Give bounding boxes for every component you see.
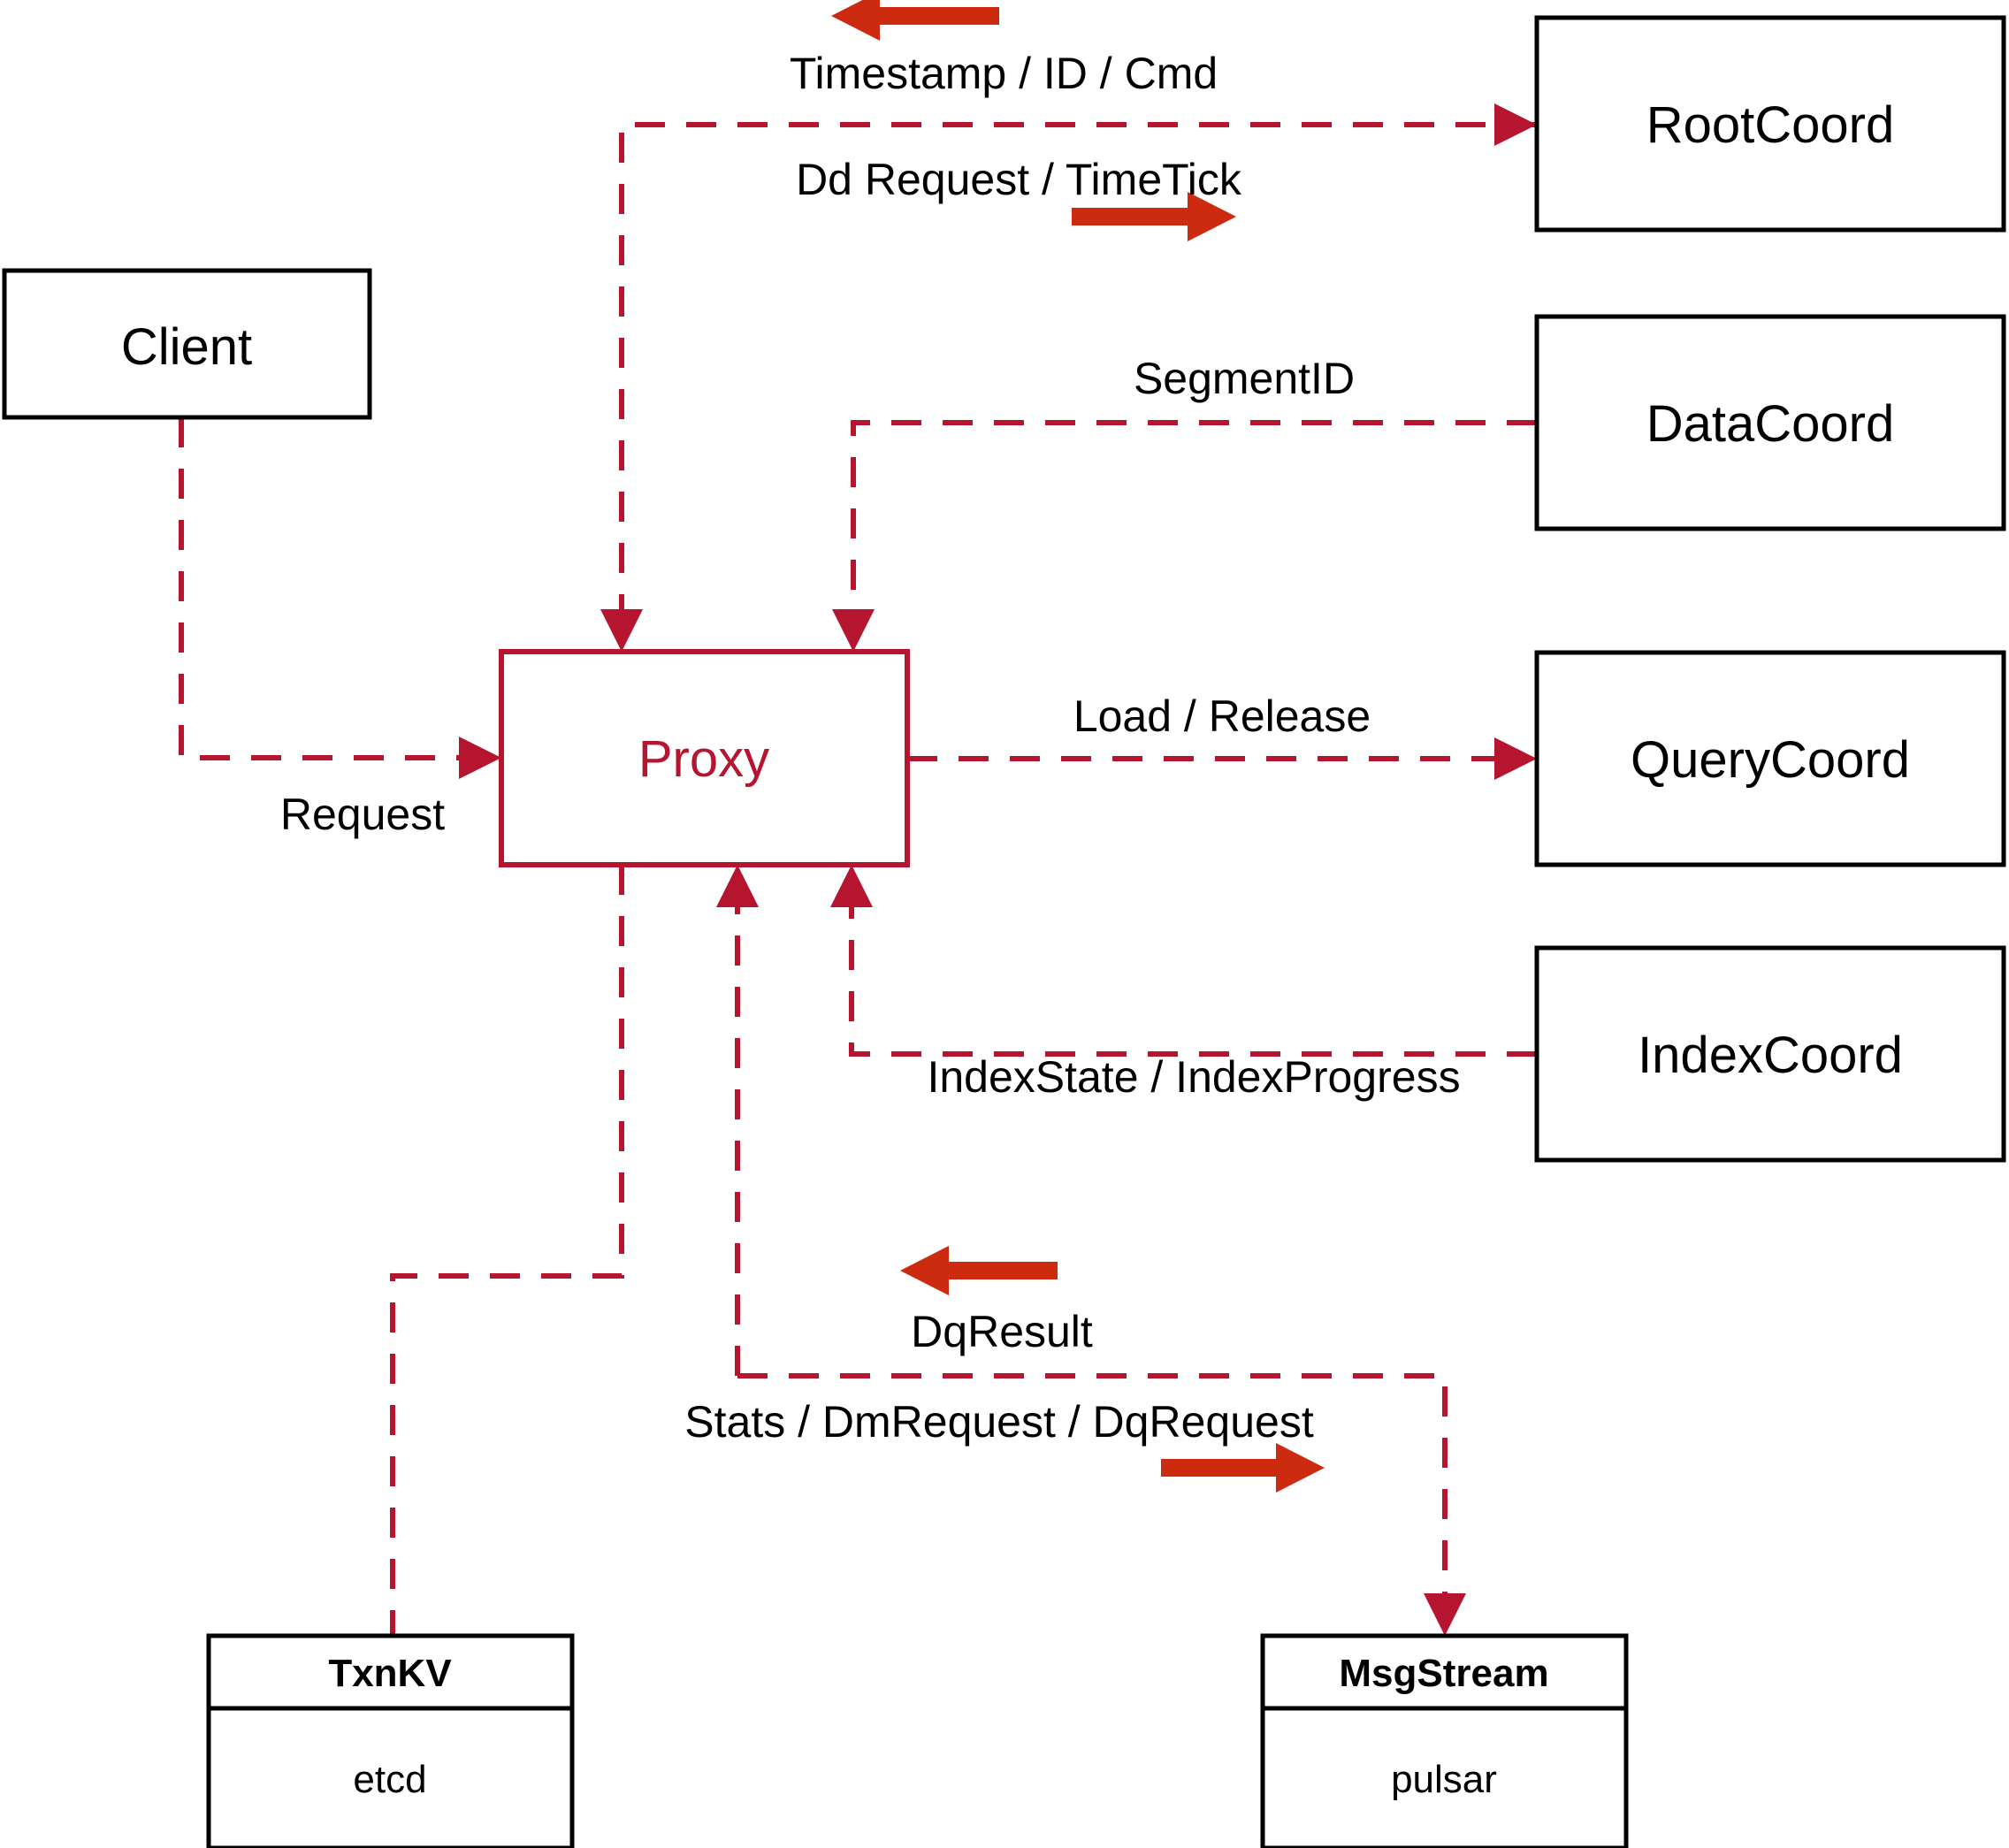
edge-label-stats-dmrequest-dqrequest: Stats / DmRequest / DqRequest [684,1397,1314,1447]
node-box [206,1633,575,1848]
direction-arrow-timestamp-left [831,0,999,41]
node-client[interactable]: Client [2,268,372,420]
node-title-msgstream: MsgStream [1339,1652,1548,1695]
node-box [1260,1633,1629,1848]
edge-datacoord-to-proxy [832,420,1537,652]
arrowhead-up [716,865,759,907]
edge-line [849,882,1537,1057]
node-sublabel-msgstream: pulsar [1391,1758,1497,1801]
edge-proxy-to-txnkv [390,865,624,1636]
node-querycoord[interactable]: QueryCoord [1534,650,2006,867]
edge-msgstream-to-proxy [716,865,759,1376]
arrowhead-right [1494,737,1537,780]
node-box [1534,314,2006,531]
node-label-querycoord: QueryCoord [1631,731,1910,789]
edge-label-indexstate-indexprogress: IndexState / IndexProgress [927,1052,1460,1102]
direction-arrow-dqrequest-right [1161,1443,1325,1493]
node-label-rootcoord: RootCoord [1646,96,1894,154]
edge-line [390,865,624,1636]
node-sublabel-txnkv: etcd [353,1758,426,1801]
direction-arrow-dqresult-left [900,1246,1058,1295]
edge-indexcoord-to-proxy [830,865,1537,1057]
arrowhead-right [459,737,501,779]
edge-label-dd-request-timetick: Dd Request / TimeTick [796,155,1242,204]
arrowhead-right [1494,103,1537,146]
edge-line [851,420,1537,635]
edge-rootcoord-to-proxy [600,122,1537,652]
edge-proxy-to-msgstream [737,1373,1466,1636]
node-label-datacoord: DataCoord [1646,395,1894,453]
edge-line [179,417,485,760]
edge-label-segmentid: SegmentID [1134,354,1355,403]
node-title-txnkv: TxnKV [328,1652,452,1695]
arrowhead-up [830,865,873,907]
edge-label-load-release: Load / Release [1073,691,1371,741]
arrowhead-down [1424,1593,1466,1636]
edge-label-dqresult: DqResult [911,1307,1093,1356]
edge-proxy-to-rootcoord-head [1494,103,1537,146]
node-box [2,268,372,420]
node-box [1534,945,2006,1163]
arrowhead-down [832,609,875,652]
node-box [1534,15,2006,233]
node-label-indexcoord: IndexCoord [1638,1027,1903,1084]
direction-arrow-ddrequest-right [1072,192,1236,241]
node-msgstream[interactable]: MsgStream pulsar [1260,1633,1629,1848]
node-proxy[interactable]: Proxy [499,649,910,867]
node-label-client: Client [121,318,252,376]
edge-label-timestamp-id-cmd: Timestamp / ID / Cmd [790,49,1218,98]
edge-client-to-proxy [179,417,501,779]
node-datacoord[interactable]: DataCoord [1534,314,2006,531]
node-box [499,649,910,867]
node-box [1534,650,2006,867]
edge-proxy-to-querycoord [907,737,1537,780]
edge-label-request: Request [280,790,445,839]
edge-line [619,122,1537,635]
node-txnkv[interactable]: TxnKV etcd [206,1633,575,1848]
node-label-proxy: Proxy [638,730,769,788]
node-rootcoord[interactable]: RootCoord [1534,15,2006,233]
arrowhead-down [600,609,643,652]
node-indexcoord[interactable]: IndexCoord [1534,945,2006,1163]
